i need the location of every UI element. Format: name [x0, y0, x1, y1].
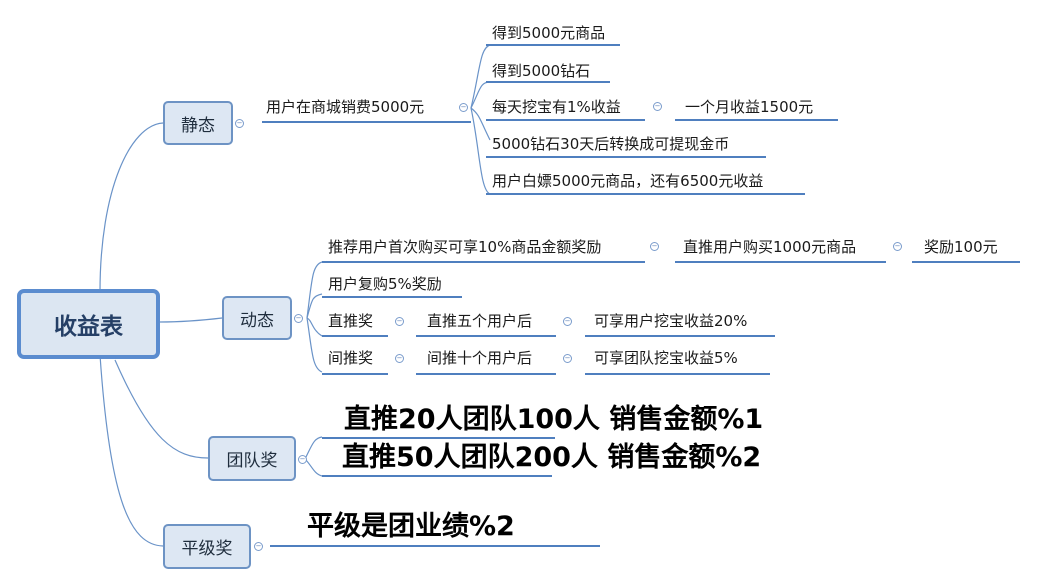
branch-static[interactable]: 静态	[163, 101, 233, 145]
collapse-toggle-icon[interactable]: −	[563, 317, 572, 326]
collapse-toggle-icon[interactable]: −	[395, 354, 404, 363]
dynamic-item[interactable]: 间推奖	[328, 349, 374, 367]
collapse-toggle-icon[interactable]: −	[459, 103, 468, 112]
collapse-toggle-icon[interactable]: −	[653, 102, 662, 111]
branch-static-label: 静态	[181, 115, 215, 136]
static-item[interactable]: 得到5000钻石	[492, 62, 591, 80]
dynamic-subitem[interactable]: 可享用户挖宝收益20%	[594, 312, 748, 330]
branch-peer[interactable]: 平级奖	[163, 524, 251, 569]
dynamic-subitem[interactable]: 直推五个用户后	[427, 312, 533, 330]
static-subitem[interactable]: 一个月收益1500元	[685, 98, 814, 116]
branch-peer-label: 平级奖	[181, 539, 233, 559]
root-label: 收益表	[54, 314, 123, 340]
team-item[interactable]: 直推50人团队200人 销售金额%2	[342, 442, 762, 473]
collapse-toggle-icon[interactable]: −	[395, 317, 404, 326]
collapse-toggle-icon[interactable]: −	[893, 242, 902, 251]
dynamic-item[interactable]: 推荐用户首次购买可享10%商品金额奖励	[328, 238, 602, 256]
dynamic-subitem[interactable]: 可享团队挖宝收益5%	[594, 349, 738, 367]
collapse-toggle-icon[interactable]: −	[298, 455, 307, 464]
branch-dynamic[interactable]: 动态	[222, 296, 292, 340]
dynamic-subitem[interactable]: 间推十个用户后	[427, 349, 533, 367]
static-item[interactable]: 5000钻石30天后转换成可提现金币	[492, 135, 730, 153]
branch-team[interactable]: 团队奖	[208, 436, 296, 481]
dynamic-item[interactable]: 用户复购5%奖励	[328, 275, 442, 293]
peer-item[interactable]: 平级是团业绩%2	[307, 511, 515, 542]
team-item[interactable]: 直推20人团队100人 销售金额%1	[344, 404, 764, 435]
dynamic-item[interactable]: 直推奖	[328, 312, 374, 330]
collapse-toggle-icon[interactable]: −	[235, 119, 244, 128]
collapse-toggle-icon[interactable]: −	[650, 242, 659, 251]
collapse-toggle-icon[interactable]: −	[294, 314, 303, 323]
dynamic-subitem[interactable]: 直推用户购买1000元商品	[683, 238, 857, 256]
branch-team-label: 团队奖	[226, 451, 278, 471]
collapse-toggle-icon[interactable]: −	[254, 542, 263, 551]
dynamic-subitem[interactable]: 奖励100元	[924, 238, 998, 256]
static-item[interactable]: 用户白嫖5000元商品，还有6500元收益	[492, 172, 764, 190]
collapse-toggle-icon[interactable]: −	[563, 354, 572, 363]
static-item[interactable]: 每天挖宝有1%收益	[492, 98, 621, 116]
branch-dynamic-label: 动态	[240, 310, 274, 331]
static-item[interactable]: 得到5000元商品	[492, 24, 606, 42]
static-child-node[interactable]: 用户在商城销费5000元	[266, 98, 425, 116]
root-node[interactable]: 收益表	[17, 289, 160, 359]
